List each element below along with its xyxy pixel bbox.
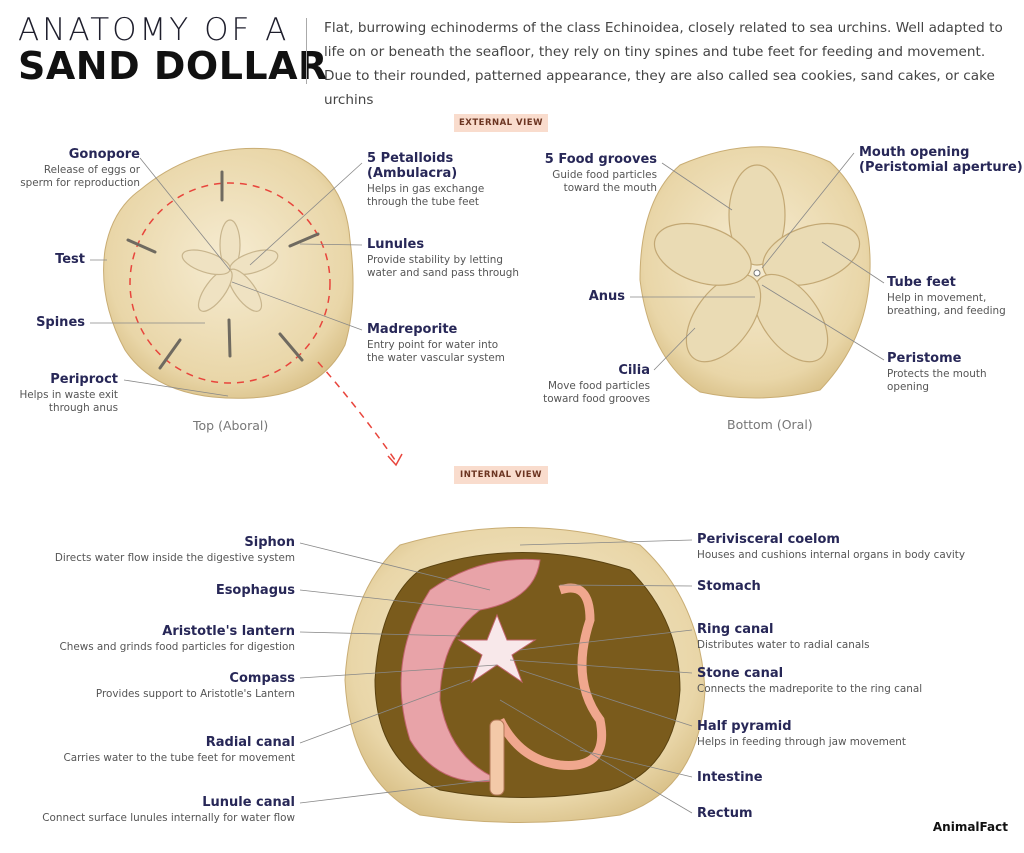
label-title: Stone canal	[697, 666, 784, 681]
label-description: Entry point for water into the water vas…	[367, 339, 505, 364]
label-title: Stomach	[697, 579, 761, 594]
label-description: Helps in waste exit through anus	[19, 389, 118, 414]
label-title: Cilia	[618, 363, 650, 378]
label-title: Half pyramid	[697, 719, 792, 734]
label-anus: Anus	[589, 289, 625, 304]
food-grooves-icon	[653, 164, 861, 363]
petalloids-icon	[181, 219, 279, 312]
bottom-view-shell	[639, 146, 871, 399]
stomach-icon	[400, 558, 541, 783]
leader-lines	[90, 152, 885, 814]
internal-view-badge: INTERNAL VIEW	[454, 466, 548, 484]
label-5-petalloids-ambulacra: 5 Petalloids (Ambulacra)Helps in gas exc…	[367, 151, 484, 209]
internal-view-shell	[344, 527, 706, 823]
label-title: Ring canal	[697, 622, 774, 637]
label-description: Carries water to the tube feet for movem…	[63, 752, 295, 764]
label-title: Peristome	[887, 351, 962, 366]
dashed-ring	[129, 182, 331, 384]
label-title: 5 Petalloids (Ambulacra)	[367, 151, 458, 181]
label-title: Gonopore	[68, 147, 140, 162]
animalfact-logo: AnimalFact	[932, 820, 1008, 834]
label-title: Aristotle's lantern	[162, 624, 295, 639]
label-title: Lunule canal	[202, 795, 295, 810]
top-view-caption: Top (Aboral)	[193, 418, 269, 433]
label-description: Connects the madreporite to the ring can…	[697, 683, 923, 695]
bottom-view-caption: Bottom (Oral)	[727, 417, 813, 432]
label-description: Distributes water to radial canals	[697, 639, 870, 651]
label-title: Tube feet	[887, 275, 956, 290]
mouth-icon	[753, 269, 761, 277]
title-line-1: ANATOMY OF A	[18, 12, 290, 48]
label-description: Provide stability by letting water and s…	[367, 254, 519, 279]
label-title: Intestine	[697, 770, 763, 785]
label-description: Houses and cushions internal organs in b…	[697, 549, 965, 561]
label-test: Test	[55, 252, 85, 267]
lunules-icon	[126, 170, 320, 370]
label-description: Provides support to Aristotle's Lantern	[95, 688, 295, 700]
label-stomach: Stomach	[697, 579, 761, 594]
label-description: Move food particles toward food grooves	[543, 380, 650, 405]
label-title: Test	[55, 252, 85, 267]
label-description: Connect surface lunules internally for w…	[42, 812, 295, 824]
arrow-to-internal	[317, 361, 396, 461]
label-description: Guide food particles toward the mouth	[552, 169, 657, 194]
intro-text: Flat, burrowing echinoderms of the class…	[324, 20, 1003, 108]
label-title: Perivisceral coelom	[697, 532, 840, 547]
header-divider	[306, 18, 307, 84]
label-mouth-opening-peristomial-aperture: Mouth opening (Peristomial aperture)	[859, 145, 1023, 175]
external-view-badge: EXTERNAL VIEW	[454, 114, 548, 132]
label-title: Mouth opening (Peristomial aperture)	[859, 145, 1023, 175]
label-title: Radial canal	[205, 735, 295, 750]
label-description: Protects the mouth opening	[887, 368, 987, 393]
label-title: 5 Food grooves	[544, 152, 657, 167]
label-esophagus: Esophagus	[216, 583, 295, 598]
label-title: Rectum	[697, 806, 753, 821]
rectum-icon	[489, 719, 505, 796]
label-description: Chews and grinds food particles for dige…	[59, 641, 295, 653]
label-spines: Spines	[36, 315, 85, 330]
label-title: Siphon	[244, 535, 295, 550]
label-intestine: Intestine	[697, 770, 763, 785]
label-title: Anus	[588, 289, 625, 304]
title-line-2: SAND DOLLAR	[18, 44, 328, 88]
label-title: Esophagus	[215, 583, 295, 598]
label-title: Periproct	[50, 372, 118, 387]
label-description: Helps in feeding through jaw movement	[697, 736, 906, 748]
label-title: Compass	[229, 671, 295, 686]
label-description: Help in movement, breathing, and feeding	[887, 292, 1006, 317]
label-title: Madreporite	[367, 322, 458, 337]
label-title: Spines	[36, 315, 85, 330]
top-view-shell	[103, 147, 354, 399]
intestine-icon	[495, 583, 607, 770]
label-rectum: Rectum	[697, 806, 753, 821]
label-description: Release of eggs or sperm for reproductio…	[20, 164, 140, 189]
label-description: Directs water flow inside the digestive …	[54, 552, 295, 564]
label-title: Lunules	[367, 237, 425, 252]
label-description: Helps in gas exchange through the tube f…	[367, 183, 485, 208]
